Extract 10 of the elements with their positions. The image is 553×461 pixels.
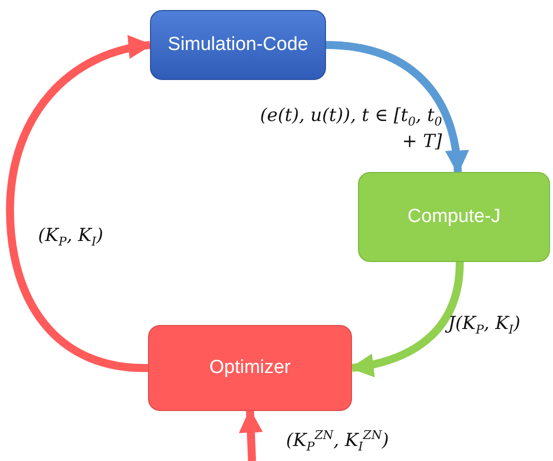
edge-label: (e(t), u(t)), t ∈ [t$_{0}$, t$_{0}$ + T] [259, 104, 442, 154]
arrow [6, 36, 152, 372]
process-box: Optimizer [148, 325, 352, 411]
arrow [326, 41, 468, 174]
arrow [238, 408, 263, 461]
process-box: Compute-J [358, 172, 550, 262]
process-box: Simulation-Code [150, 10, 326, 80]
edge-label: (K$_{P}$, K$_{I}$) [38, 224, 104, 250]
arrow [350, 262, 464, 377]
edge-label: (K$_{P}$$^{ZN}$, K$_{I}$$^{ZN}$) [286, 428, 390, 456]
